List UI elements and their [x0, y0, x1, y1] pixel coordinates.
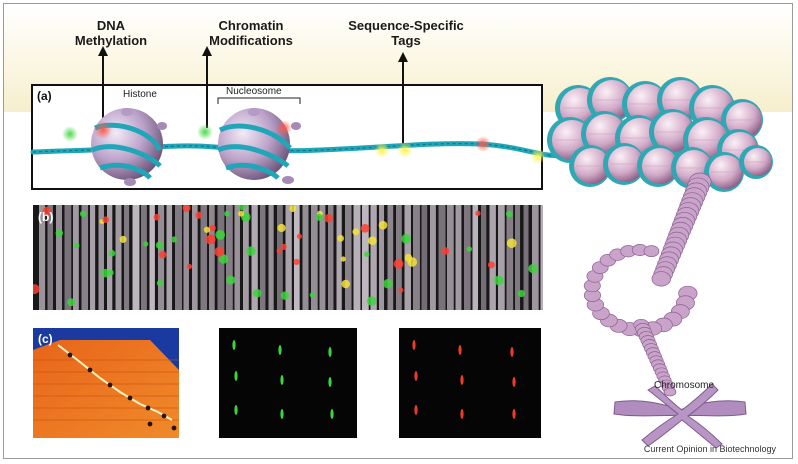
- chromatin-mark-1: [62, 126, 78, 142]
- chromatin-cluster: [547, 77, 773, 192]
- tag-mark-2: [397, 142, 413, 158]
- arrow-dna-methylation: [98, 46, 108, 122]
- panel-c-separator-2: [357, 328, 399, 438]
- panel-c-green-field: [219, 328, 357, 438]
- label-chromatin-modifications: Chromatin Modifications: [209, 18, 293, 48]
- chromatin-fiber: [583, 172, 712, 397]
- label-sequence-specific-tags: Sequence-Specific Tags: [348, 18, 464, 48]
- panel-c-separator-1: [179, 328, 219, 438]
- figure-caption: Current Opinion in Biotechnology: [643, 444, 776, 454]
- tag-mark-1: [374, 142, 390, 158]
- chromosome-shape: [613, 383, 747, 449]
- green-fluorescence-spots: [232, 340, 334, 419]
- arrow-chromatin-modifications: [202, 46, 212, 128]
- label-dna-methylation: DNA Methylation: [74, 18, 148, 48]
- methyl-mark-3: [475, 136, 491, 152]
- methyl-mark-2: [276, 120, 292, 136]
- tag-mark-3: [530, 148, 546, 164]
- panel-a-tag: (a): [37, 89, 52, 103]
- panel-c-red-field: [399, 328, 541, 438]
- chromatin-mark-2: [197, 124, 213, 140]
- methyl-mark-1: [94, 121, 112, 139]
- dna-molecules-image: [33, 205, 543, 310]
- figure-frame: [3, 3, 793, 459]
- nucleosome-bracket: [217, 97, 301, 104]
- label-nucleosome: Nucleosome: [226, 86, 282, 97]
- nucleosome-histone-2: [216, 108, 301, 184]
- nucleosome-histone-1: [91, 108, 167, 186]
- afm-image: [33, 328, 179, 438]
- label-histone: Histone: [123, 89, 157, 100]
- panel-b-tag: (b): [38, 210, 54, 224]
- arrow-sequence-specific-tags: [398, 52, 408, 146]
- panel-b-image: [33, 205, 543, 310]
- label-chromosome: Chromosome: [654, 380, 715, 391]
- red-fluorescence-spots: [412, 340, 516, 419]
- panel-c-tag: (c): [38, 332, 53, 346]
